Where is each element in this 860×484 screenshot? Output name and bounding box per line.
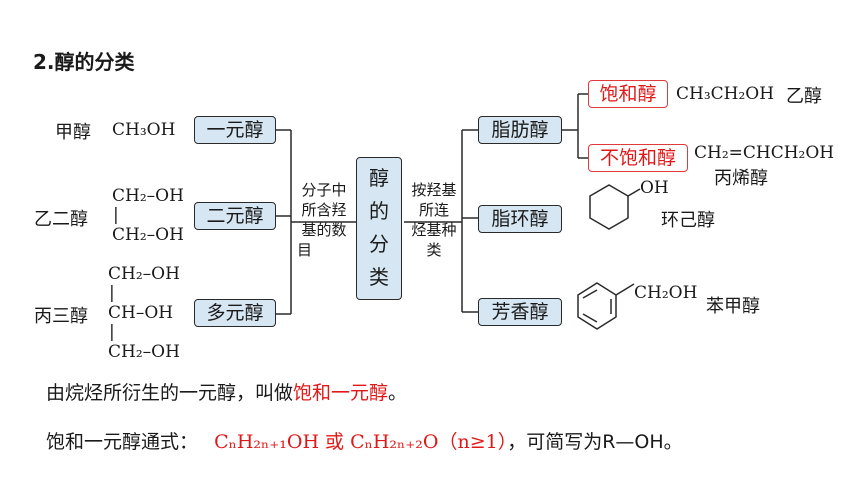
cyclohexanol-name: 环己醇 (661, 210, 715, 231)
fatty-alcohol-box: 脂肪醇 (478, 116, 562, 144)
benzene-ring (577, 282, 635, 330)
cyclohexane-ring (589, 184, 641, 230)
polyhydric-alcohol-box: 多元醇 (194, 299, 276, 327)
allyl-alcohol-formula: CH₂=CHCH₂OH (694, 143, 835, 163)
ethylene-glycol-formula-line2: CH₂–OH (112, 225, 184, 245)
saturated-alcohol-box: 饱和醇 (588, 80, 668, 108)
benzyl-alcohol-name: 苯甲醇 (706, 296, 760, 317)
ethylene-glycol-bond: | (113, 205, 119, 225)
dihydric-alcohol-box: 二元醇 (194, 202, 276, 230)
glycerol-bond-1: | (109, 283, 115, 303)
alcohol-classification-box: 醇 的 分 类 (356, 157, 402, 300)
right-criterion: 按羟基 所连 烃基种 类 (411, 181, 457, 259)
ethylene-glycol-formula-line1: CH₂–OH (112, 186, 184, 206)
left-criterion: 分子中 所含羟 基的数 目 (297, 181, 347, 259)
alicyclic-alcohol-box: 脂环醇 (478, 205, 562, 233)
aromatic-alcohol-box: 芳香醇 (478, 298, 562, 326)
unsaturated-alcohol-box: 不饱和醇 (588, 144, 688, 172)
methanol-formula: CH₃OH (112, 120, 176, 140)
glycerol-formula-line1: CH₂–OH (108, 264, 180, 284)
ethanol-formula: CH₃CH₂OH (676, 84, 775, 104)
saturated-monohydric-note: 由烷烃所衍生的一元醇，叫做饱和一元醇。 (46, 382, 408, 404)
glycerol-name: 丙三醇 (34, 306, 88, 327)
glycerol-bond-2: | (109, 322, 115, 342)
glycerol-formula-line2: CH–OH (108, 303, 174, 323)
ethanol-name: 乙醇 (786, 86, 822, 107)
allyl-alcohol-name: 丙烯醇 (714, 168, 768, 189)
section-title: 2.醇的分类 (33, 50, 135, 74)
ethylene-glycol-name: 乙二醇 (34, 209, 88, 230)
general-formula-note: 饱和一元醇通式： CₙH₂ₙ₊₁OH 或 CₙH₂ₙ₊₂O（n≥1），可简写为R… (46, 431, 683, 453)
benzyl-alcohol-formula: CH₂OH (634, 283, 698, 303)
glycerol-formula-line3: CH₂–OH (108, 342, 180, 362)
methanol-name: 甲醇 (55, 122, 91, 143)
cyclohexanol-oh: OH (640, 178, 669, 198)
general-formula: CₙH₂ₙ₊₁OH 或 CₙH₂ₙ₊₂O（n≥1） (214, 431, 508, 453)
monohydric-alcohol-box: 一元醇 (194, 116, 276, 144)
